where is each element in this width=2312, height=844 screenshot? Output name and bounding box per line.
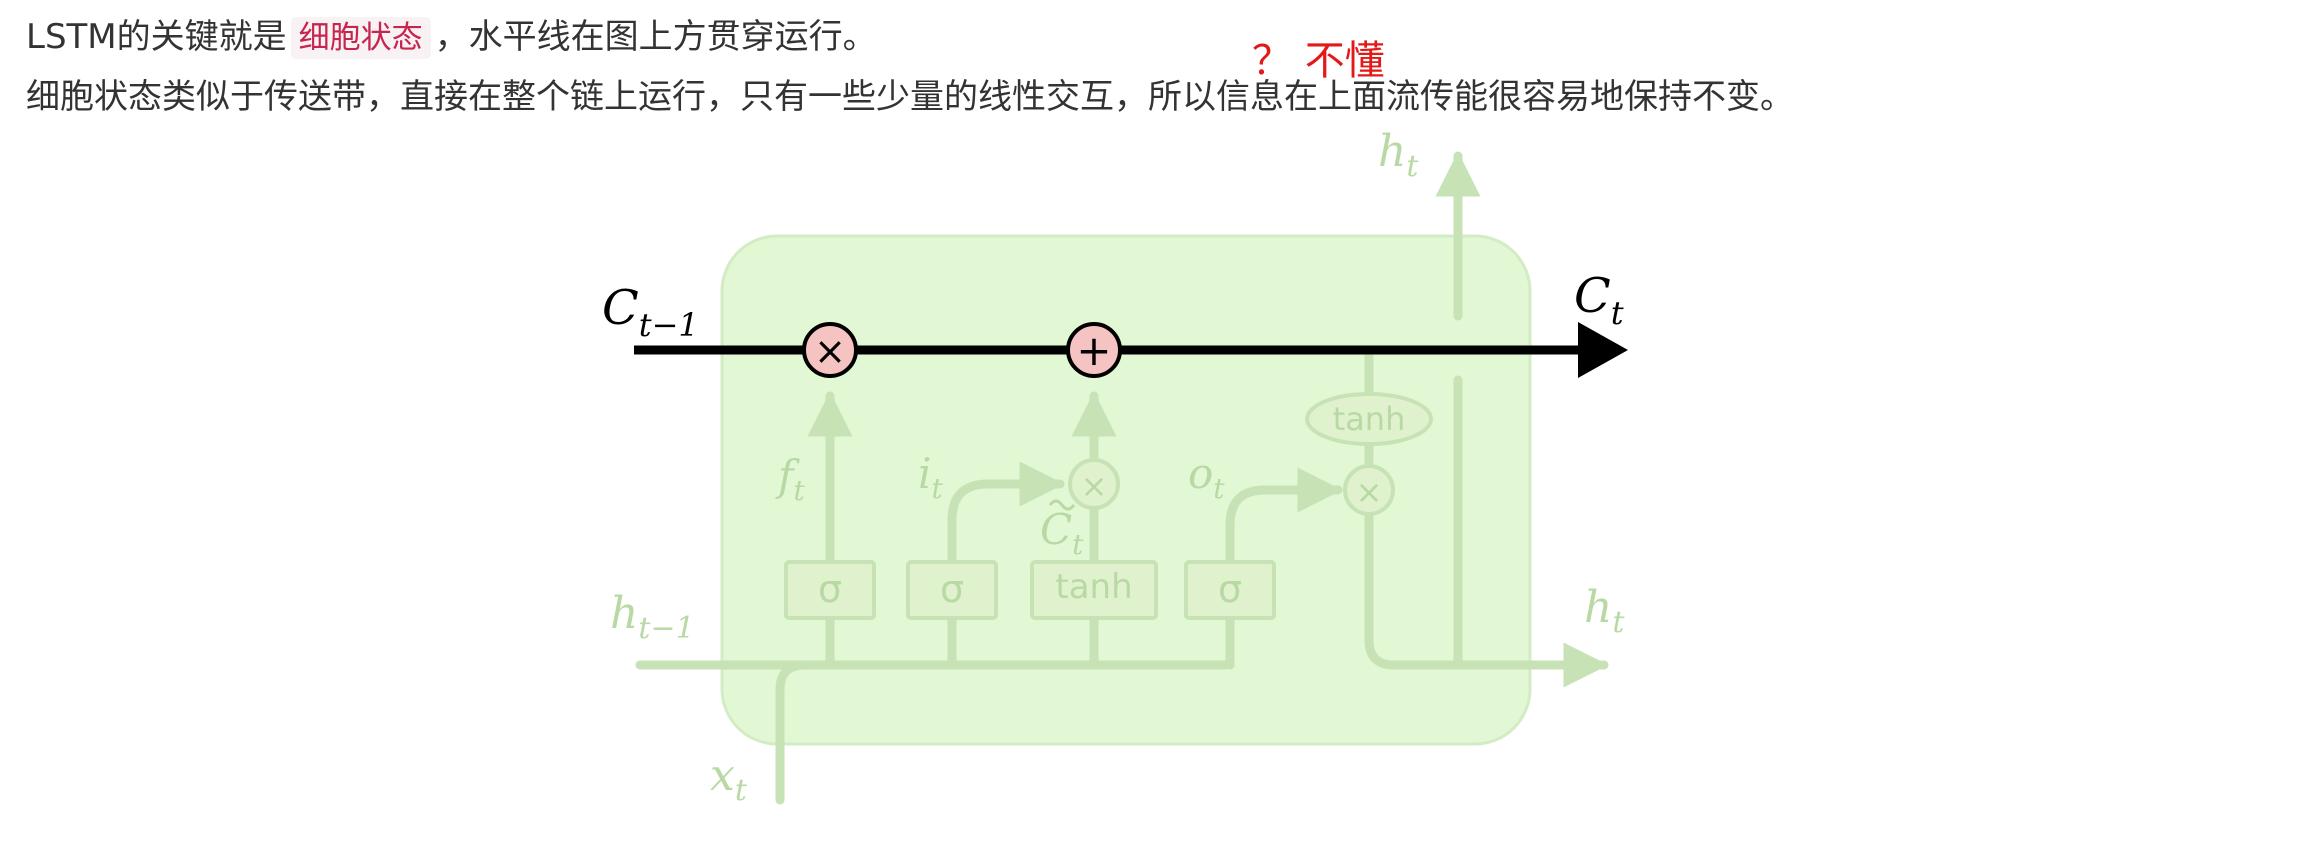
neural-layers xyxy=(784,392,1433,620)
layer-label: σ xyxy=(1218,567,1242,611)
cell-internal-paths xyxy=(635,151,1609,805)
tilde-mark xyxy=(1048,499,1076,511)
x-input-label: xt xyxy=(710,750,748,808)
inline-code-cell-state: 细胞状态 xyxy=(290,17,431,59)
svg-text:×: × xyxy=(814,329,846,373)
text-segment: LSTM的关键就是 xyxy=(26,17,287,57)
output-sigma-layer xyxy=(1184,560,1276,620)
h-prev-label: ht−1 xyxy=(610,588,695,646)
c-next-label: Ct xyxy=(1574,268,1624,332)
layer-label: σ xyxy=(940,567,964,611)
paragraph-line-2: 细胞状态类似于传送带，直接在整个链上运行，只有一些少量的线性交互，所以信息在上面… xyxy=(26,77,1794,117)
layer-label: tanh xyxy=(1055,567,1132,607)
add-op: + xyxy=(1066,322,1122,378)
op-label: × xyxy=(1356,473,1383,511)
layer-label: σ xyxy=(818,567,842,611)
input-multiply-op xyxy=(1068,458,1120,510)
c-prev-label: Ct−1 xyxy=(602,280,699,344)
candidate-tanh-layer xyxy=(1030,560,1158,620)
op-label: × xyxy=(1081,467,1108,505)
forget-sigma-layer xyxy=(784,560,876,620)
svg-text:+: + xyxy=(1076,326,1111,375)
output-gate-label: ot xyxy=(1188,449,1225,505)
candidate-label: Ct xyxy=(1040,505,1084,561)
layer-label: tanh xyxy=(1333,400,1406,438)
output-tanh-op xyxy=(1305,392,1433,446)
paragraph-line-1: LSTM的关键就是细胞状态，水平线在图上方贯穿运行。 xyxy=(26,14,877,61)
h-out-label: ht xyxy=(1584,582,1625,640)
input-gate-label: it xyxy=(918,449,943,505)
output-multiply-op xyxy=(1343,464,1395,516)
handwritten-annotation: ？ 不懂 xyxy=(1252,38,1385,84)
input-sigma-layer xyxy=(906,560,998,620)
h-top-label: ht xyxy=(1378,126,1419,184)
forget-multiply-op: × xyxy=(802,322,858,378)
text-segment: ，水平线在图上方贯穿运行。 xyxy=(434,17,877,57)
cell-state-arrowhead xyxy=(1578,322,1628,378)
